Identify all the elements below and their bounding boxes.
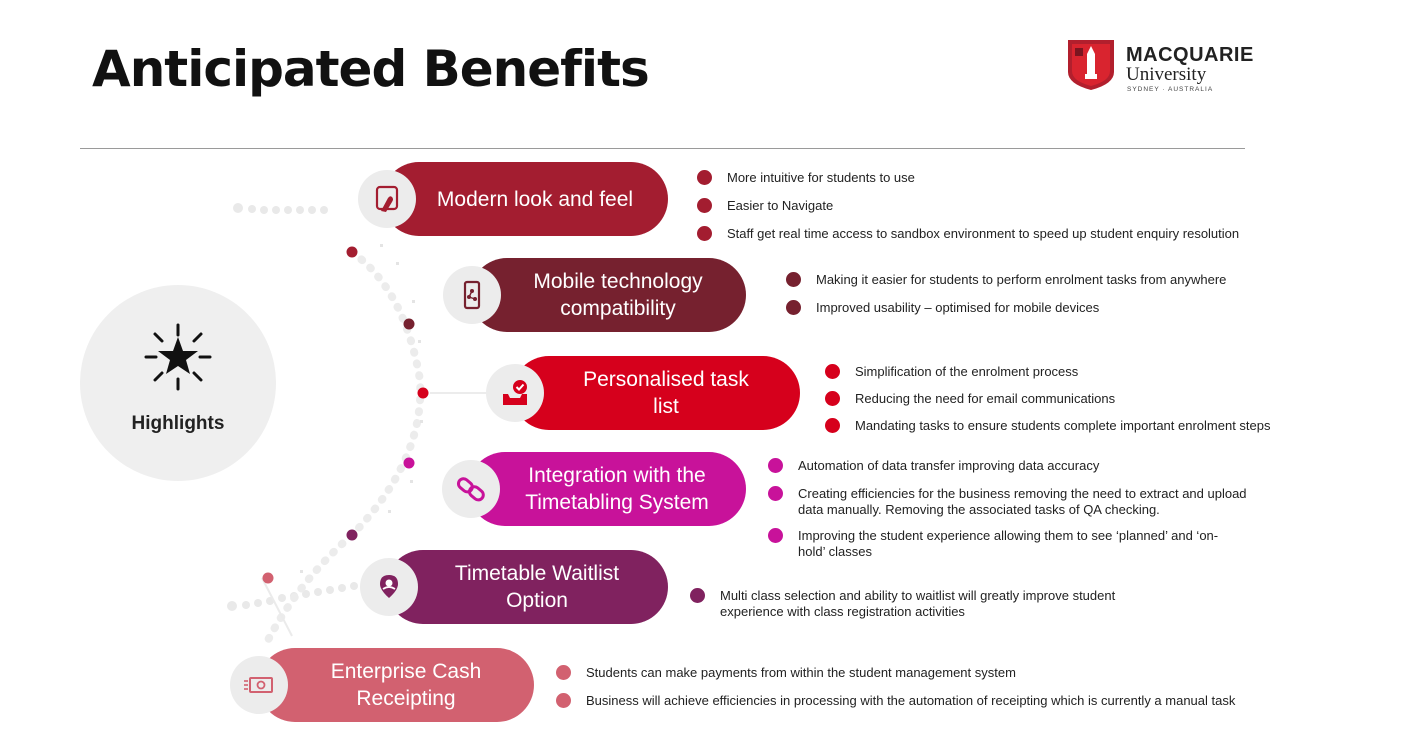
- benefit-point: Creating efficiencies for the business r…: [768, 486, 1268, 518]
- benefit-pill-modern-look: Modern look and feel: [382, 162, 668, 236]
- benefit-point: Mandating tasks to ensure students compl…: [825, 418, 1345, 434]
- benefit-point: Students can make payments from within t…: [556, 665, 1236, 681]
- benefit-pill-waitlist: Timetable Waitlist Option: [386, 550, 668, 624]
- benefit-label: Enterprise Cash Receipting: [330, 660, 482, 710]
- benefit-point: Easier to Navigate: [697, 198, 1317, 214]
- bullet-dot: [768, 486, 783, 501]
- logo-university: University: [1126, 64, 1207, 85]
- hub-label: Highlights: [131, 413, 225, 434]
- shield-icon: [1068, 40, 1114, 90]
- title-divider: [80, 148, 1245, 149]
- page-title: Anticipated Benefits: [92, 40, 650, 98]
- benefit-points: Making it easier for students to perform…: [786, 272, 1326, 316]
- benefit-label: Personalised task list: [583, 368, 749, 418]
- benefit-icon-circle: [486, 364, 544, 422]
- touch-icon: [375, 185, 399, 212]
- benefit-point: Business will achieve efficiencies in pr…: [556, 693, 1236, 709]
- benefit-point: Making it easier for students to perform…: [786, 272, 1326, 288]
- benefit-label: Mobile technology compatibility: [533, 270, 703, 320]
- bullet-dot: [556, 665, 571, 680]
- benefit-point: Multi class selection and ability to wai…: [690, 588, 1160, 620]
- cash-icon: [244, 677, 273, 693]
- benefit-point: Improving the student experience allowin…: [768, 528, 1238, 560]
- macquarie-logo: MACQUARIE University SYDNEY · AUSTRALIA: [1068, 40, 1258, 96]
- benefit-label: Modern look and feel: [436, 187, 634, 211]
- bullet-dot: [825, 418, 840, 433]
- benefit-points: Multi class selection and ability to wai…: [690, 588, 1160, 620]
- benefit-points: Students can make payments from within t…: [556, 665, 1236, 709]
- bullet-dot: [768, 528, 783, 543]
- bullet-dot: [825, 391, 840, 406]
- benefit-points: Simplification of the enrolment process …: [825, 364, 1345, 434]
- benefit-point: More intuitive for students to use: [697, 170, 1317, 186]
- benefit-icon-circle: [442, 460, 500, 518]
- benefit-icon-circle: [358, 170, 416, 228]
- bullet-dot: [697, 170, 712, 185]
- benefit-points: Automation of data transfer improving da…: [768, 458, 1268, 560]
- bullet-dot: [825, 364, 840, 379]
- highlights-hub: Highlights: [80, 285, 276, 481]
- bullet-dot: [697, 198, 712, 213]
- bullet-dot: [697, 226, 712, 241]
- benefit-pill-mobile: Mobile technology compatibility: [470, 258, 746, 332]
- location-pin-icon: [380, 575, 398, 598]
- inbox-check-icon: [503, 380, 527, 405]
- bullet-dot: [690, 588, 705, 603]
- bullet-dot: [786, 300, 801, 315]
- bullet-dot: [786, 272, 801, 287]
- benefit-icon-circle: [230, 656, 288, 714]
- benefit-point: Automation of data transfer improving da…: [768, 458, 1268, 474]
- benefit-label: Integration with the Timetabling System: [525, 464, 709, 514]
- benefit-point: Improved usability – optimised for mobil…: [786, 300, 1326, 316]
- star-burst-icon: [144, 323, 212, 391]
- benefit-point: Simplification of the enrolment process: [825, 364, 1345, 380]
- logo-location: SYDNEY · AUSTRALIA: [1127, 86, 1214, 93]
- bullet-dot: [768, 458, 783, 473]
- benefit-point: Staff get real time access to sandbox en…: [697, 226, 1317, 242]
- benefit-label: Timetable Waitlist Option: [454, 562, 620, 612]
- mobile-icon: [463, 280, 481, 310]
- bullet-dot: [556, 693, 571, 708]
- benefit-pill-timetabling: Integration with the Timetabling System: [468, 452, 746, 526]
- benefit-points: More intuitive for students to use Easie…: [697, 170, 1317, 242]
- benefit-pill-task-list: Personalised task list: [512, 356, 800, 430]
- benefit-icon-circle: [443, 266, 501, 324]
- logo-brand: MACQUARIE: [1126, 44, 1254, 66]
- link-icon: [456, 477, 485, 502]
- benefit-point: Reducing the need for email communicatio…: [825, 391, 1345, 407]
- benefit-pill-cash-receipting: Enterprise Cash Receipting: [258, 648, 534, 722]
- benefit-icon-circle: [360, 558, 418, 616]
